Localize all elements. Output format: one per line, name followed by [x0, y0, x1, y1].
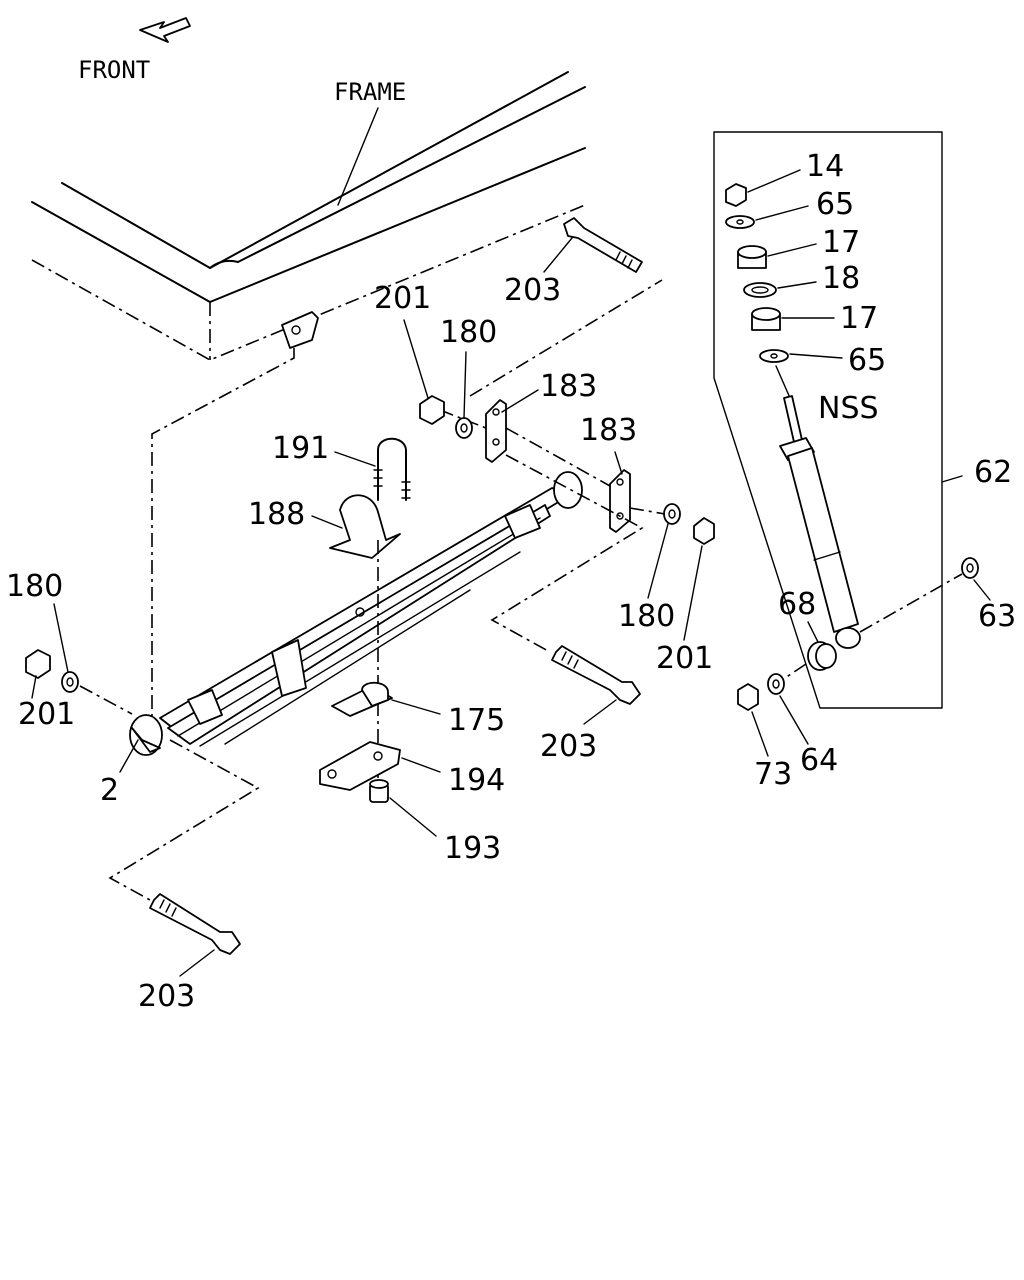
leader-2 [119, 739, 139, 773]
leader-180-top [463, 351, 467, 419]
seat-plate [331, 681, 393, 717]
leader-18 [777, 281, 817, 289]
shackle-boundary [469, 279, 663, 653]
leader-188 [311, 515, 343, 529]
leader-65-bottom [789, 353, 843, 359]
callout-62: 62 [974, 455, 1012, 490]
callout-2: 2 [100, 773, 119, 808]
callout-68: 68 [778, 587, 816, 622]
leader-64 [779, 695, 809, 745]
shackle-plates [485, 399, 631, 533]
leader-63 [973, 579, 991, 601]
leader-201-right [683, 545, 703, 641]
washer-64 [767, 673, 785, 695]
front-label: FRONT [78, 56, 150, 84]
callout-180-right: 180 [618, 599, 675, 634]
callout-191: 191 [272, 431, 329, 466]
bolt-203-mid [551, 645, 641, 705]
callout-65-top: 65 [816, 187, 854, 222]
callout-180-top: 180 [440, 315, 497, 350]
nut-73 [737, 683, 759, 711]
shock-absorber [779, 395, 861, 649]
leader-180-right [647, 523, 669, 599]
callout-17-top: 17 [822, 225, 860, 260]
callout-63: 63 [978, 599, 1016, 634]
bolt-203-bottom [149, 893, 241, 955]
callout-194: 194 [448, 763, 505, 798]
frame-label: FRAME [334, 78, 406, 106]
callout-203-top: 203 [504, 273, 561, 308]
callout-73: 73 [754, 757, 792, 792]
frame-leader [337, 107, 379, 206]
bracket-centerline [151, 348, 295, 720]
leader-175 [391, 699, 441, 715]
leader-191 [334, 451, 376, 467]
callout-203-bottom: 203 [138, 979, 195, 1014]
lower-left-dashline [781, 663, 807, 681]
callout-14: 14 [806, 149, 844, 184]
leader-193 [389, 797, 437, 837]
washer-65-top [725, 215, 755, 229]
shock-kit-box [713, 131, 943, 709]
washer-180-top [455, 417, 473, 439]
leader-203-top [543, 237, 573, 273]
left-dashline [79, 685, 133, 715]
u-bolt [373, 437, 411, 501]
leaf-spring [129, 471, 583, 756]
callout-203-mid: 203 [540, 729, 597, 764]
washer-63 [961, 557, 979, 579]
leader-73 [751, 711, 769, 757]
callout-64: 64 [800, 743, 838, 778]
nss-label: NSS [818, 391, 879, 426]
nut-14 [725, 183, 747, 207]
nut-201-right [693, 517, 715, 545]
callout-201-top: 201 [374, 281, 431, 316]
leader-203-mid [583, 699, 617, 725]
lower-bracket [319, 741, 401, 791]
front-arrow-icon [139, 17, 191, 43]
shackle-dashline [439, 409, 666, 515]
bolt-203-top [563, 217, 643, 273]
callout-18: 18 [822, 261, 860, 296]
leader-180-left [53, 603, 69, 673]
callout-183-right: 183 [580, 413, 637, 448]
leader-65-top [755, 205, 809, 221]
bushing-17-top [737, 245, 767, 269]
washer-180-right [663, 503, 681, 525]
callout-188: 188 [248, 497, 305, 532]
leader-62 [941, 475, 963, 483]
leader-203-bottom [179, 949, 215, 977]
lower-boundary [108, 739, 260, 901]
shock-lower-dashline [859, 573, 963, 633]
leader-14 [747, 169, 801, 193]
callout-175: 175 [448, 703, 505, 738]
callout-180-left: 180 [6, 569, 63, 604]
leader-201-left [31, 675, 37, 699]
frame-outline [31, 71, 586, 361]
leader-194 [401, 757, 441, 773]
callout-201-left: 201 [18, 697, 75, 732]
callout-17-bottom: 17 [840, 301, 878, 336]
leader-201-top [403, 319, 429, 399]
callout-201-right: 201 [656, 641, 713, 676]
callout-65-bottom: 65 [848, 343, 886, 378]
spring-spacer [329, 494, 401, 559]
leader-183-left [501, 389, 539, 413]
nut-193 [369, 779, 389, 803]
washer-65-bottom [759, 349, 789, 363]
callout-183-left: 183 [540, 369, 597, 404]
leader-17-top [767, 243, 817, 257]
nut-201-left [25, 649, 51, 679]
bushing-68 [807, 641, 837, 671]
leader-68 [807, 621, 819, 643]
bushing-17-bottom [751, 307, 781, 331]
washer-18 [743, 282, 777, 298]
leader-183-right [614, 451, 623, 475]
washer-180-left [61, 671, 79, 693]
callout-193: 193 [444, 831, 501, 866]
leader-nss [775, 365, 791, 399]
nut-201-top [419, 395, 445, 425]
